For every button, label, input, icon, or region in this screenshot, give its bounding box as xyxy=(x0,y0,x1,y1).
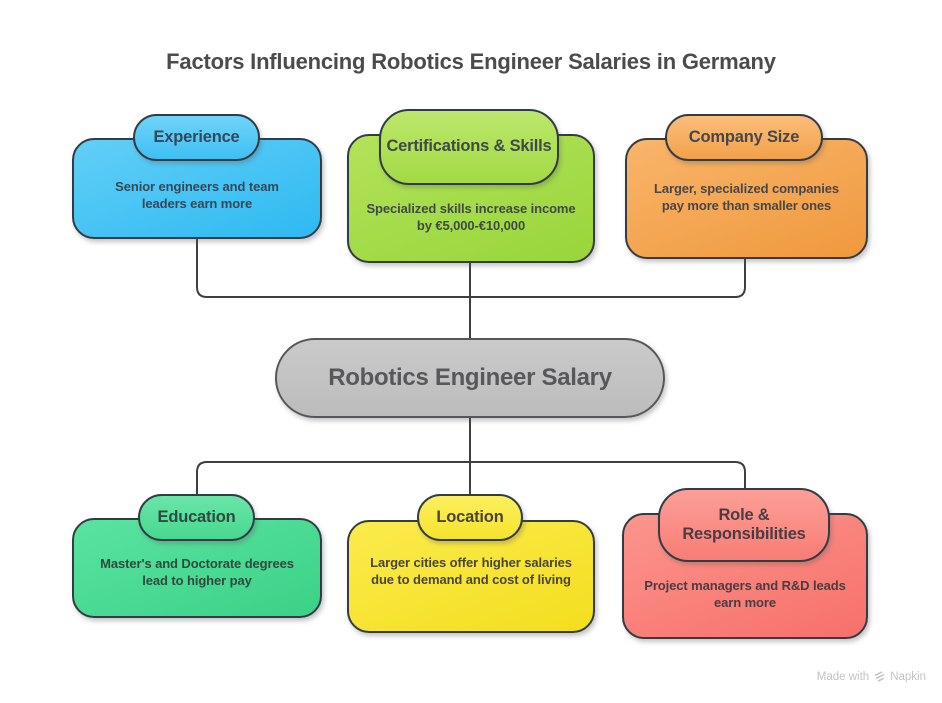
factor-description: Specialized skills increase income by €5… xyxy=(366,201,576,234)
napkin-watermark[interactable]: Made with Napkin xyxy=(817,670,926,683)
factor-title-pill-experience: Experience xyxy=(133,114,260,161)
center-node-robotics-engineer-salary: Robotics Engineer Salary xyxy=(275,338,665,418)
factor-description: Master's and Doctorate degrees lead to h… xyxy=(100,556,294,589)
watermark-brand: Napkin xyxy=(890,670,926,683)
connector-bottom-branch xyxy=(196,461,746,494)
factor-description: Larger cities offer higher salaries due … xyxy=(370,555,572,588)
factor-title-pill-role-responsibilities: Role & Responsibilities xyxy=(658,488,830,562)
factor-title: Experience xyxy=(153,127,240,146)
center-node-label: Robotics Engineer Salary xyxy=(328,364,612,391)
diagram-title: Factors Influencing Robotics Engineer Sa… xyxy=(166,49,776,74)
factor-title: Location xyxy=(436,507,504,526)
factor-title: Company Size xyxy=(688,127,800,146)
factor-title: Certifications & Skills xyxy=(386,137,552,156)
factor-title-pill-certifications-skills: Certifications & Skills xyxy=(379,109,559,185)
factor-description: Larger, specialized companies pay more t… xyxy=(654,181,839,214)
factor-title: Education xyxy=(157,507,236,526)
watermark-prefix: Made with xyxy=(816,670,870,683)
factor-title-pill-location: Location xyxy=(417,494,523,541)
factor-description: Senior engineers and team leaders earn m… xyxy=(115,179,279,212)
factor-description: Project managers and R&D leads earn more xyxy=(644,578,846,611)
napkin-logo-icon xyxy=(873,670,886,683)
factor-title-pill-company-size: Company Size xyxy=(665,114,823,161)
factor-title-pill-education: Education xyxy=(138,494,255,541)
factor-title: Role & Responsibilities xyxy=(682,505,806,543)
